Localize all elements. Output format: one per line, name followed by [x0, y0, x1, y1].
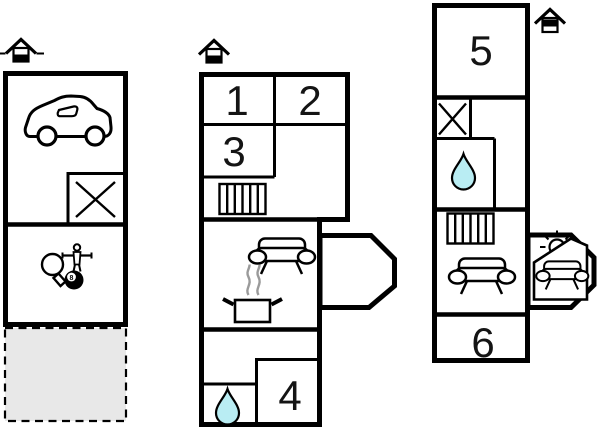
room-label-4: 4	[278, 372, 301, 419]
game-room-icons: 8	[40, 243, 93, 290]
eight-ball-icon: 8	[64, 270, 84, 290]
room-label-2: 2	[298, 77, 321, 124]
plan-left: 8	[0, 37, 128, 423]
crossed-box-icon	[66, 172, 126, 226]
dashed-terrace	[3, 326, 128, 423]
plan-middle: 1 2 3 4	[197, 38, 397, 427]
plan-right: 5 6	[432, 3, 597, 366]
interior-wall	[432, 96, 495, 140]
car-icon	[23, 94, 113, 147]
table-tennis-paddle-icon	[40, 252, 68, 288]
stairs-icon	[218, 182, 267, 216]
entrance-house-icon	[0, 37, 44, 64]
interior-wall	[255, 358, 322, 427]
room-label-1: 1	[225, 77, 248, 124]
stairs-icon	[446, 212, 495, 245]
room-label-3: 3	[222, 128, 245, 175]
right-plan-outer-wall	[432, 3, 530, 363]
entrance-house-icon	[197, 38, 231, 65]
cooking-pot-icon	[222, 264, 283, 324]
eight-ball-number: 8	[70, 275, 74, 282]
bay-window	[317, 233, 397, 310]
entrance-house-icon	[533, 7, 567, 34]
foosball-player-icon	[61, 243, 93, 272]
crossed-box-icon	[438, 102, 467, 136]
room-label-6: 6	[471, 319, 494, 366]
room-label-5: 5	[469, 27, 492, 74]
